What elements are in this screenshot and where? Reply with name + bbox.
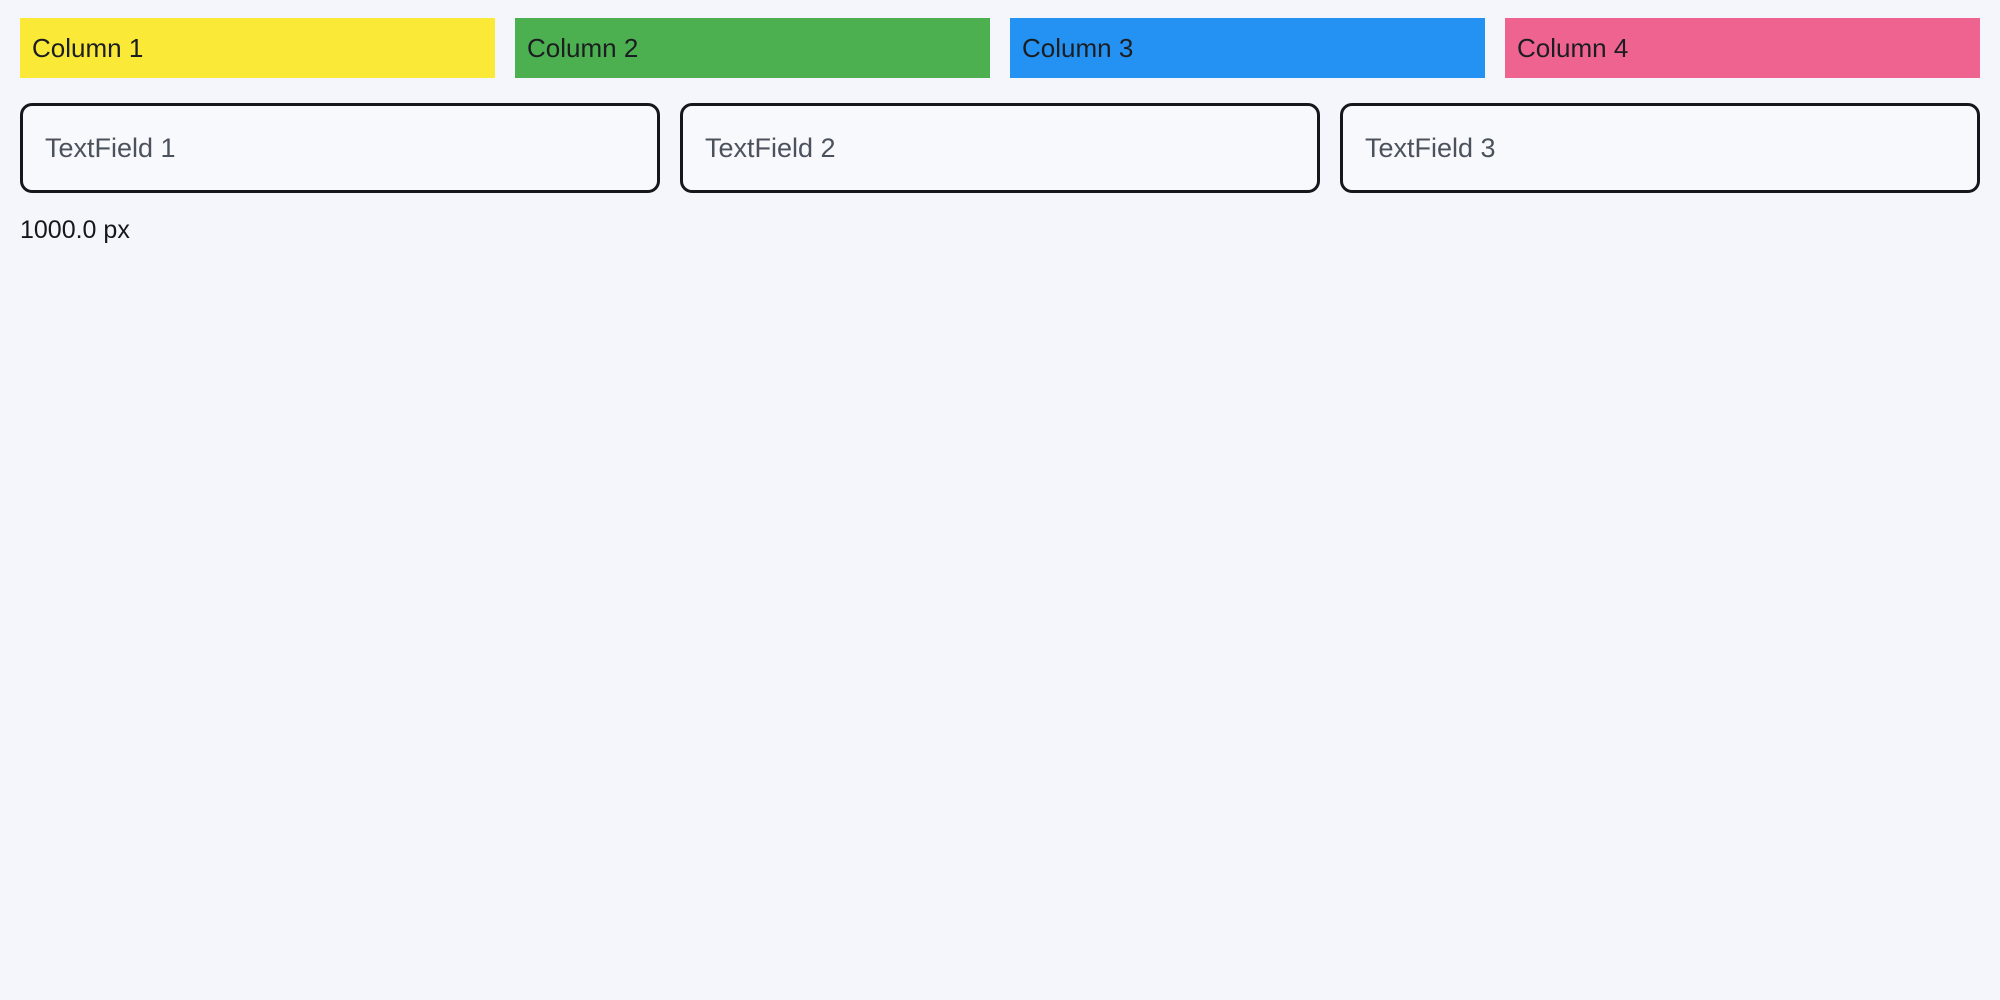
columns-row: Column 1 Column 2 Column 3 Column 4	[20, 18, 1980, 78]
textfield-2-placeholder: TextField 2	[705, 133, 836, 163]
column-label: Column 3	[1022, 33, 1134, 63]
textfields-row: TextField 1 TextField 2 TextField 3	[20, 103, 1980, 193]
textfield-1[interactable]: TextField 1	[20, 103, 660, 193]
column-label: Column 1	[32, 33, 144, 63]
measurement-label: 1000.0 px	[20, 216, 130, 244]
textfield-2[interactable]: TextField 2	[680, 103, 1320, 193]
status-row: 1000.0 px	[20, 215, 1980, 245]
column-cell-2[interactable]: Column 2	[515, 18, 990, 78]
textfield-3[interactable]: TextField 3	[1340, 103, 1980, 193]
column-cell-3[interactable]: Column 3	[1010, 18, 1485, 78]
column-cell-1[interactable]: Column 1	[20, 18, 495, 78]
column-cell-4[interactable]: Column 4	[1505, 18, 1980, 78]
column-label: Column 4	[1517, 33, 1629, 63]
textfield-1-placeholder: TextField 1	[45, 133, 176, 163]
column-label: Column 2	[527, 33, 639, 63]
textfield-3-placeholder: TextField 3	[1365, 133, 1496, 163]
